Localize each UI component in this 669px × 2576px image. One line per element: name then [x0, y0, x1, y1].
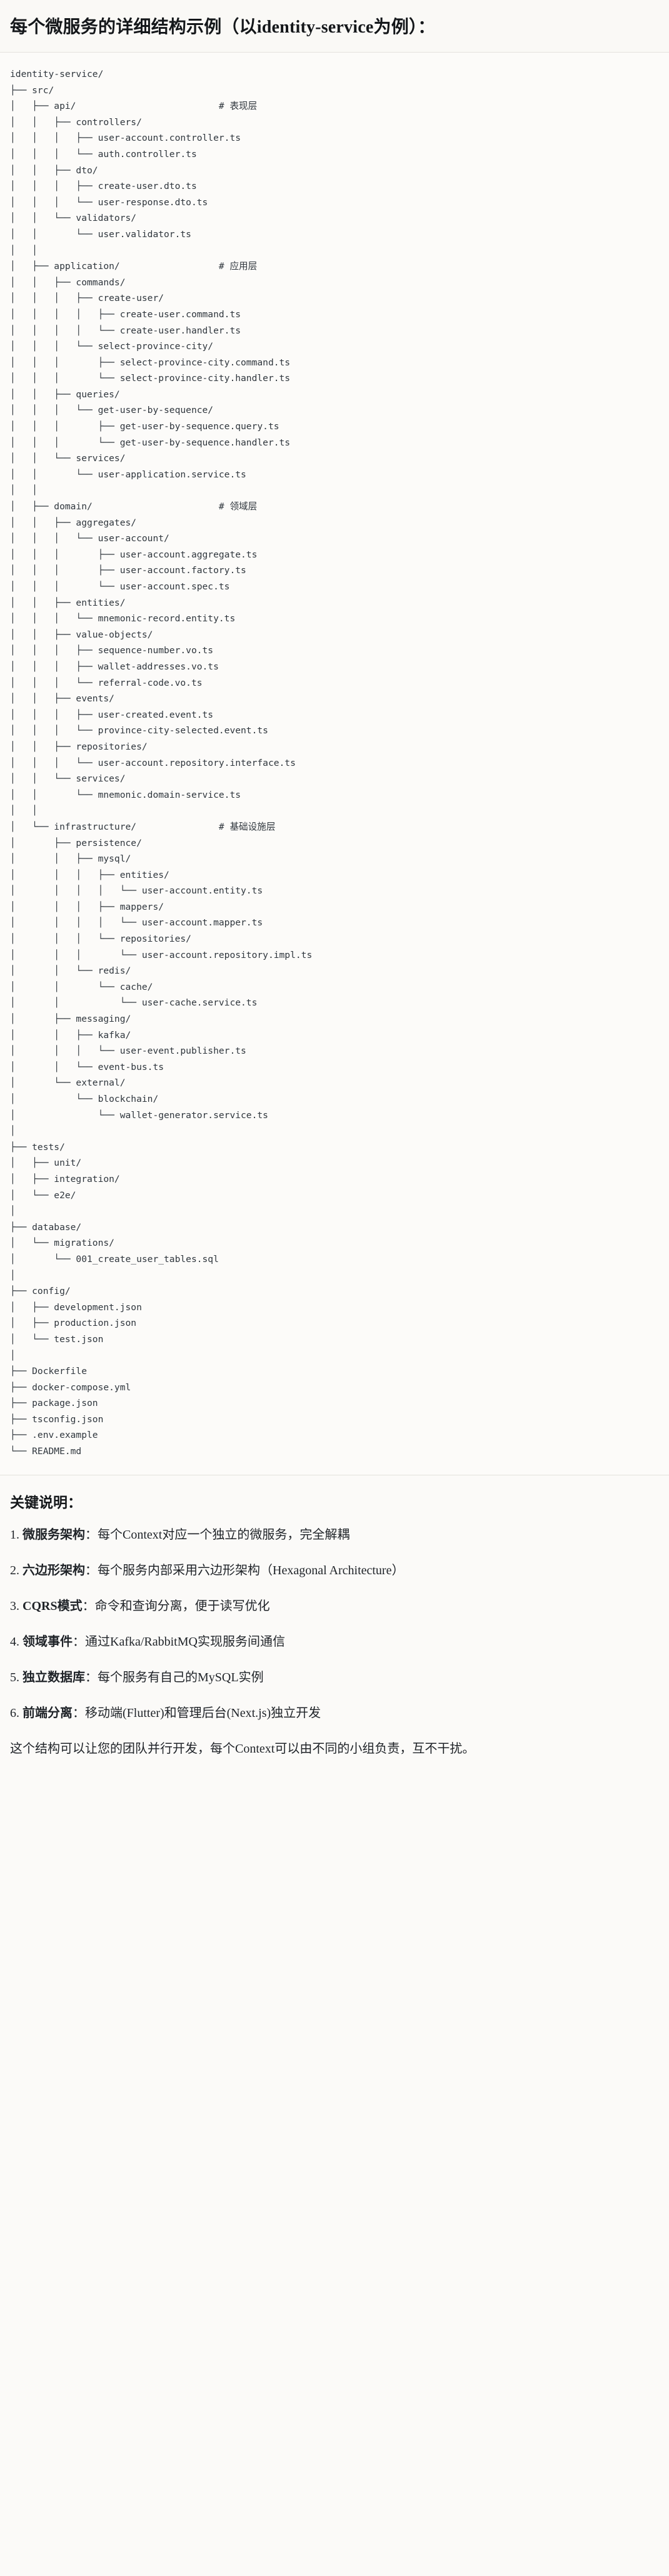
key-note-item: 独立数据库：每个服务有自己的MySQL实例: [10, 1668, 659, 1687]
document-page: 每个微服务的详细结构示例（以identity-service为例）： ident…: [0, 0, 669, 1777]
key-note-term: 微服务架构: [23, 1527, 85, 1542]
directory-tree-block: identity-service/ ├── src/ │ ├── api/ # …: [0, 53, 669, 1475]
key-note-separator: ：: [85, 1527, 98, 1542]
key-note-term: 六边形架构: [23, 1563, 85, 1577]
key-note-description: 每个Context对应一个独立的微服务，完全解耦: [98, 1527, 350, 1542]
key-note-separator: ：: [82, 1599, 95, 1613]
page-title: 每个微服务的详细结构示例（以identity-service为例）：: [10, 18, 436, 37]
key-note-item: CQRS模式：命令和查询分离，便于读写优化: [10, 1597, 659, 1616]
key-note-term: CQRS模式: [23, 1599, 83, 1613]
closing-paragraph: 这个结构可以让您的团队并行开发，每个Context可以由不同的小组负责，互不干扰…: [10, 1741, 475, 1756]
key-note-item: 领域事件：通过Kafka/RabbitMQ实现服务间通信: [10, 1632, 659, 1651]
key-note-separator: ：: [85, 1670, 98, 1684]
key-note-description: 每个服务有自己的MySQL实例: [98, 1670, 264, 1684]
key-note-description: 命令和查询分离，便于读写优化: [94, 1599, 270, 1613]
key-note-separator: ：: [85, 1563, 98, 1577]
key-notes-list: 微服务架构：每个Context对应一个独立的微服务，完全解耦六边形架构：每个服务…: [10, 1525, 659, 1723]
key-note-separator: ：: [73, 1706, 85, 1720]
key-note-term: 领域事件: [23, 1634, 73, 1649]
key-notes-section: 关键说明： 微服务架构：每个Context对应一个独立的微服务，完全解耦六边形架…: [0, 1475, 669, 1777]
directory-tree: identity-service/ ├── src/ │ ├── api/ # …: [10, 69, 313, 1457]
key-note-description: 移动端(Flutter)和管理后台(Next.js)独立开发: [85, 1706, 321, 1720]
key-note-item: 六边形架构：每个服务内部采用六边形架构（Hexagonal Architectu…: [10, 1561, 659, 1580]
key-note-description: 通过Kafka/RabbitMQ实现服务间通信: [85, 1634, 285, 1649]
key-notes-title: 关键说明：: [10, 1494, 82, 1510]
key-note-term: 独立数据库: [23, 1670, 85, 1684]
key-note-item: 前端分离：移动端(Flutter)和管理后台(Next.js)独立开发: [10, 1704, 659, 1723]
document-header: 每个微服务的详细结构示例（以identity-service为例）：: [0, 0, 669, 53]
key-note-separator: ：: [73, 1634, 85, 1649]
key-note-term: 前端分离: [23, 1706, 73, 1720]
key-note-item: 微服务架构：每个Context对应一个独立的微服务，完全解耦: [10, 1525, 659, 1544]
key-note-description: 每个服务内部采用六边形架构（Hexagonal Architecture）: [98, 1563, 405, 1577]
